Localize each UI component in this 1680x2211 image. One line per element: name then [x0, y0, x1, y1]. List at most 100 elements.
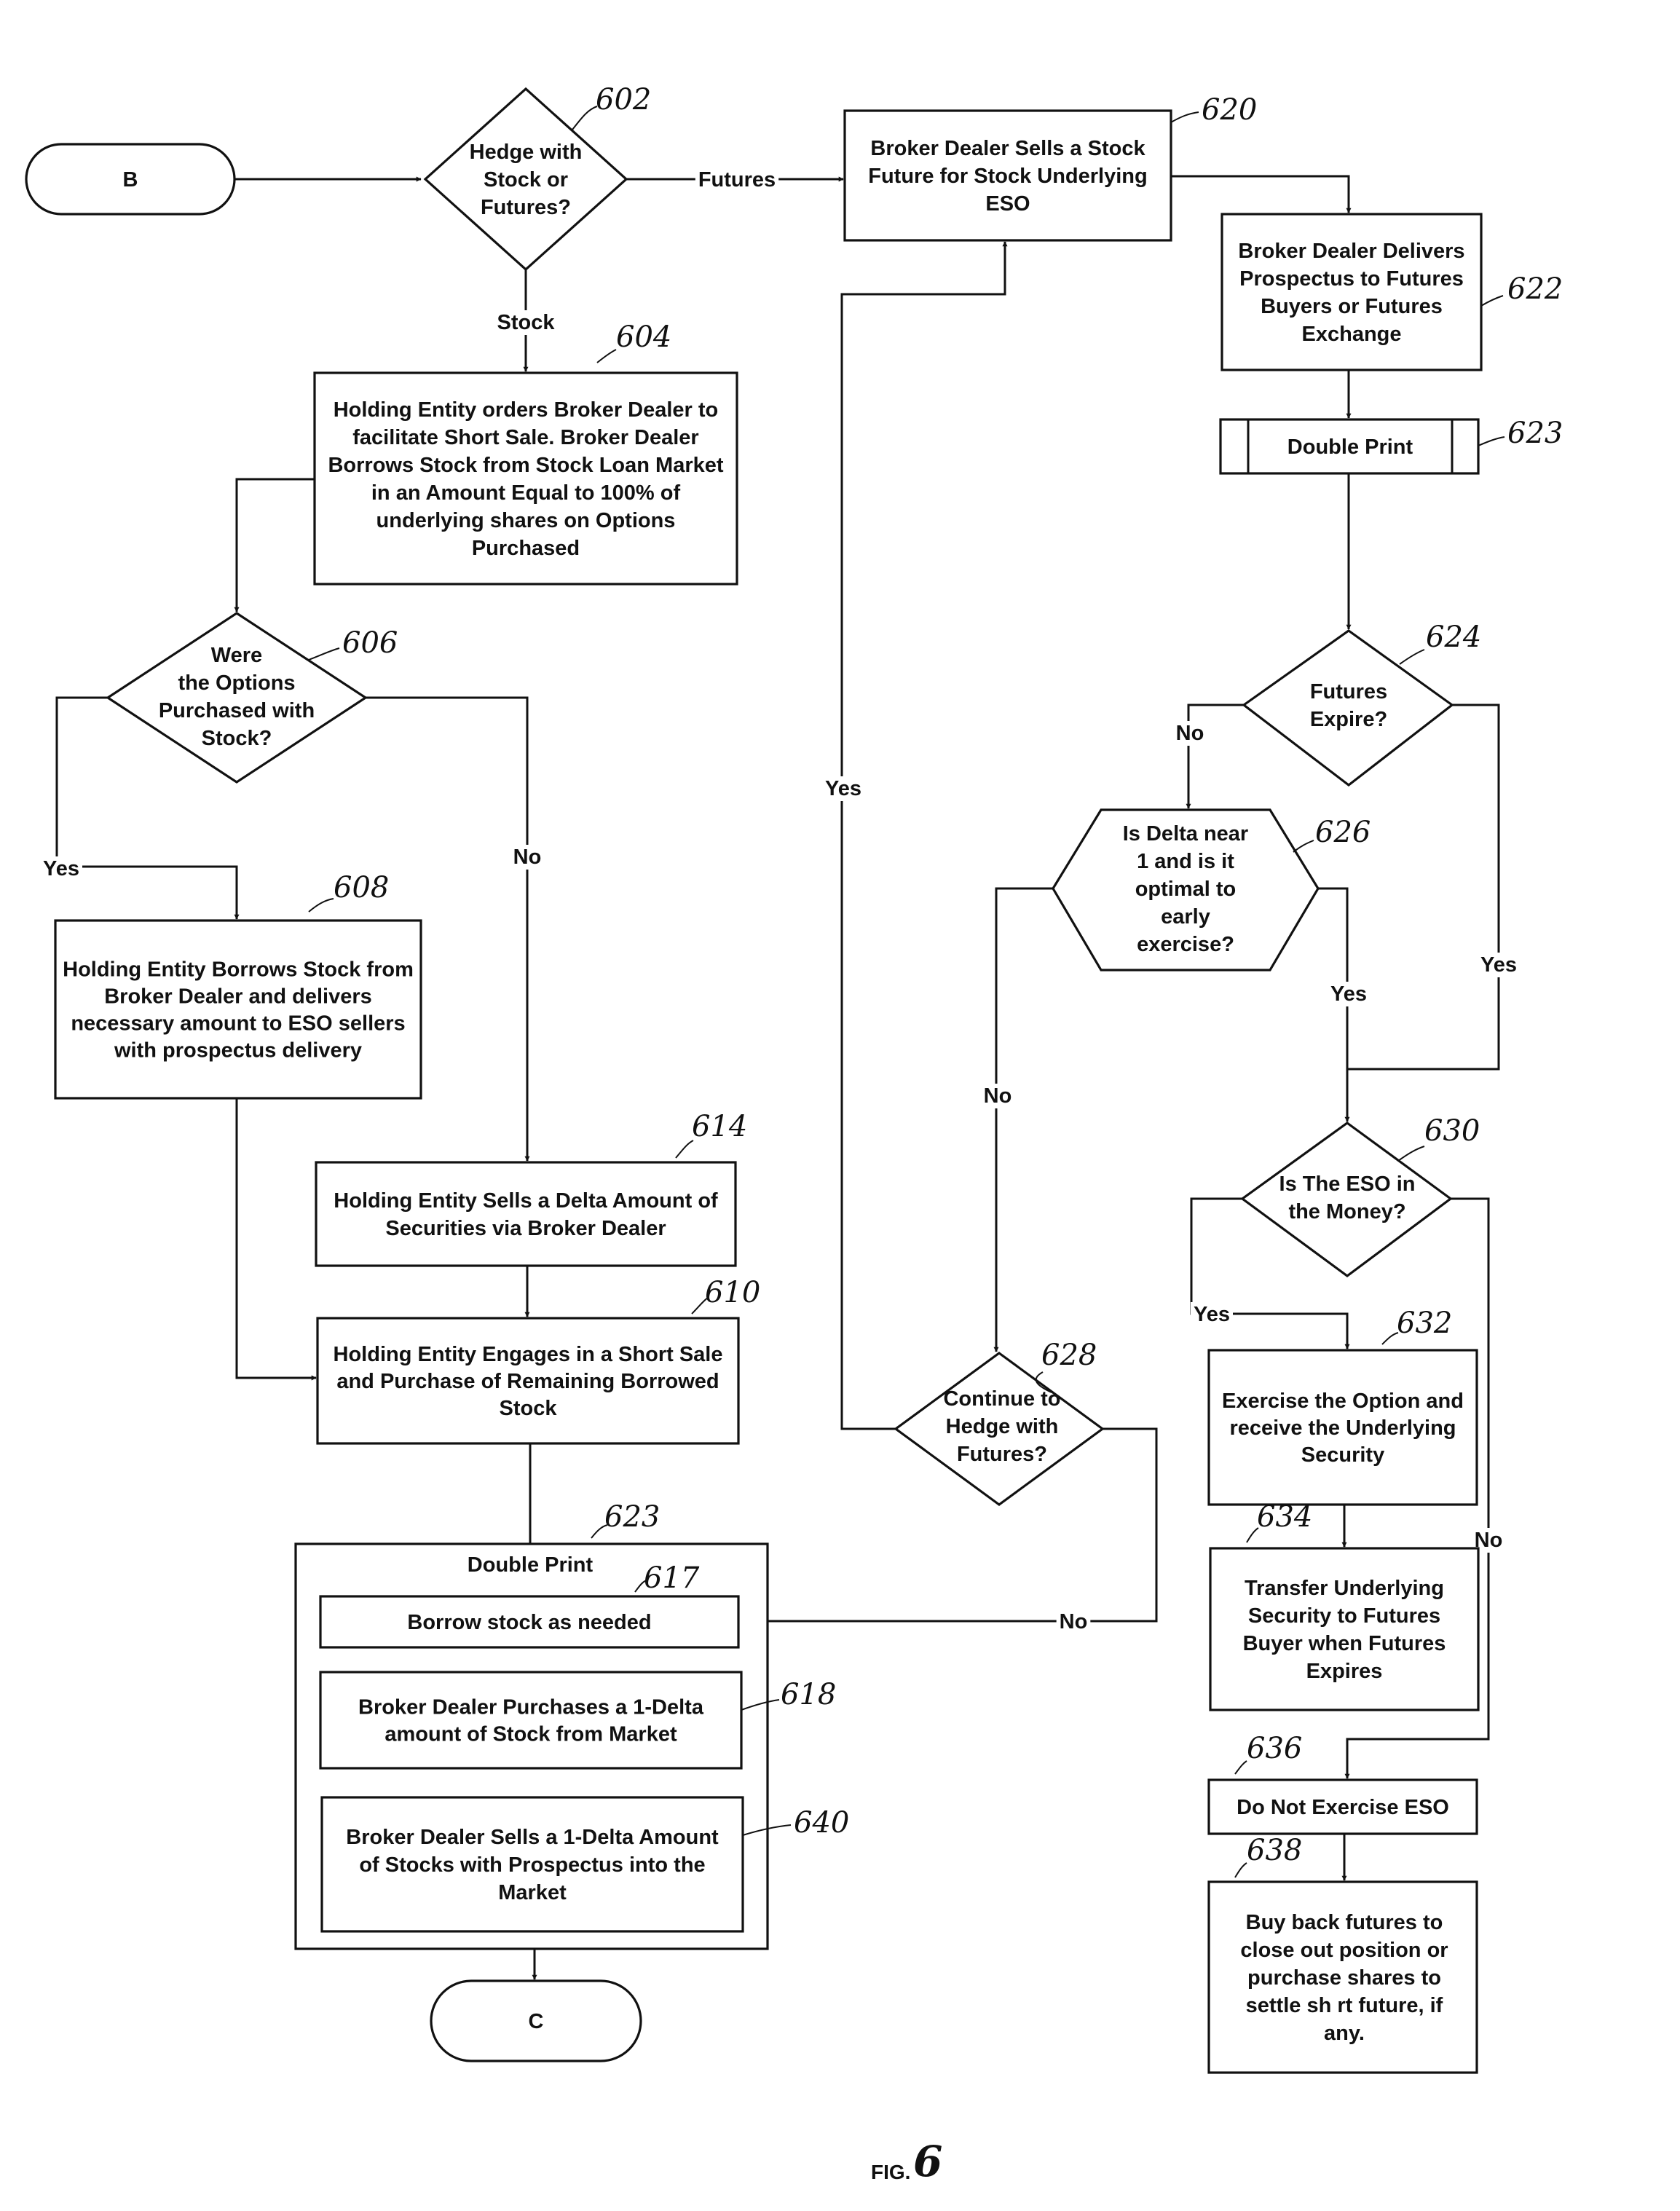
ref-624: 624 [1426, 620, 1481, 654]
label-line: Borrow stock as needed [407, 1611, 651, 1634]
label-line: Security to Futures [1248, 1604, 1440, 1628]
label-line: Transfer Underlying [1245, 1577, 1444, 1600]
label-line: in an Amount Equal to 100% of [371, 481, 681, 505]
ref-634: 634 [1257, 1500, 1312, 1534]
label-line: Buyer when Futures [1243, 1632, 1446, 1655]
label-line: Hedge with [946, 1415, 1059, 1438]
label-line: Broker Dealer Sells a 1-Delta Amount [346, 1826, 719, 1849]
decision-630-diamond [1242, 1123, 1451, 1276]
label-line: purchase shares to [1247, 1966, 1441, 1990]
label-line: Stock [500, 1397, 558, 1420]
label-line: Holding Entity orders Broker Dealer to [334, 398, 719, 422]
edge-label-stock: Stock [497, 311, 556, 334]
ref-630: 630 [1424, 1114, 1480, 1148]
double-print-group-label: Double Print [468, 1553, 593, 1577]
label-line: ESO [985, 192, 1030, 216]
label-line: Buyers or Futures [1261, 295, 1443, 318]
edge-608-to-610 [237, 1098, 316, 1378]
label-line: Is Delta near [1123, 822, 1248, 846]
label-line: close out position or [1240, 1939, 1448, 1962]
label-line: Prospectus to Futures [1239, 267, 1464, 291]
label-line: the Options [178, 671, 295, 695]
ref-640: 640 [794, 1806, 849, 1840]
ref-604-leader [597, 350, 616, 363]
ref-604: 604 [616, 320, 671, 354]
decision-602-label: Hedge withStock orFutures? [470, 141, 583, 219]
label-line: Buy back futures to [1246, 1911, 1443, 1934]
label-line: Double Print [468, 1553, 593, 1577]
ref-632: 632 [1397, 1306, 1452, 1340]
label-line: the Money? [1288, 1200, 1405, 1223]
label-line: optimal to [1135, 878, 1237, 901]
end-c-label: C [529, 2010, 544, 2033]
edge-label-628-yes: Yes [825, 777, 861, 800]
ref-618: 618 [781, 1678, 836, 1711]
label-line: Expires [1306, 1660, 1383, 1683]
label-line: Futures? [481, 196, 571, 219]
figure-caption: FIG. 6 [871, 2137, 942, 2186]
process-617-label: Borrow stock as needed [407, 1611, 651, 1634]
ref-623-leader [1478, 437, 1504, 446]
label-line: exercise? [1137, 933, 1234, 956]
decision-628-label: Continue to Hedge withFutures? [943, 1387, 1060, 1466]
ref-602: 602 [596, 83, 651, 117]
label-line: C [529, 2010, 544, 2033]
label-line: Exchange [1302, 323, 1402, 346]
ref-638: 638 [1247, 1834, 1302, 1867]
process-622-box [1222, 214, 1481, 370]
label-line: Hedge with [470, 141, 583, 164]
ref-622: 622 [1507, 272, 1563, 306]
edge-628-yes-to-620 [842, 242, 1005, 1429]
label-line: receive the Underlying [1229, 1416, 1456, 1440]
figure-label: FIG. [871, 2161, 910, 2183]
ref-626-leader [1293, 840, 1314, 852]
edge-620-to-622 [1171, 176, 1349, 213]
label-line: Is The ESO in [1279, 1172, 1416, 1196]
process-614-box [316, 1162, 736, 1266]
edge-label-628-no: No [1060, 1610, 1088, 1633]
edge-626-no-to-628 [996, 888, 1053, 1352]
label-line: and Purchase of Remaining Borrowed [336, 1370, 719, 1393]
ref-620: 620 [1202, 93, 1257, 127]
edge-label-630-yes: Yes [1194, 1303, 1230, 1326]
label-line: Market [498, 1881, 567, 1904]
ref-610: 610 [705, 1276, 760, 1309]
ref-622-leader [1481, 296, 1503, 306]
label-line: Were [211, 644, 262, 667]
ref-617: 617 [644, 1561, 700, 1595]
label-line: B [123, 168, 138, 192]
label-line: Holding Entity Sells a Delta Amount of [334, 1189, 718, 1213]
decision-626-label: Is Delta near1 and is itoptimal toearlye… [1123, 822, 1248, 956]
ref-626: 626 [1315, 816, 1371, 849]
label-line: Purchased with [159, 699, 315, 722]
start-b-label: B [123, 168, 138, 192]
label-line: Futures? [957, 1443, 1047, 1466]
label-line: Broker Dealer Purchases a 1-Delta [358, 1696, 704, 1719]
label-line: Holding Entity Engages in a Short Sale [334, 1343, 723, 1366]
ref-608-leader [309, 899, 334, 912]
label-line: Continue to [943, 1387, 1060, 1411]
label-line: underlying shares on Options [376, 509, 676, 532]
decision-606-diamond [108, 613, 366, 782]
label-line: any. [1324, 2022, 1365, 2045]
ref-632-leader [1382, 1333, 1398, 1344]
label-line: Broker Dealer and delivers [104, 985, 372, 1009]
label-line: Expire? [1310, 708, 1387, 731]
ref-636-leader [1235, 1761, 1247, 1774]
ref-623: 623 [1507, 417, 1563, 450]
ref-614-leader [676, 1140, 693, 1158]
ref-638-leader [1235, 1863, 1247, 1877]
ref-614: 614 [692, 1110, 747, 1143]
label-line: Do Not Exercise ESO [1237, 1796, 1449, 1819]
label-line: Holding Entity Borrows Stock from [63, 958, 414, 982]
label-line: early [1161, 905, 1210, 929]
edge-label-606-no: No [513, 846, 542, 869]
figure-number: 6 [913, 2137, 942, 2186]
ref-630-leader [1398, 1146, 1424, 1161]
edge-label-624-no: No [1176, 722, 1204, 745]
edge-604-to-606 [237, 479, 315, 612]
label-line: Futures [1310, 680, 1387, 704]
shapes [26, 89, 1481, 2073]
edge-624-no-to-626 [1188, 705, 1244, 808]
